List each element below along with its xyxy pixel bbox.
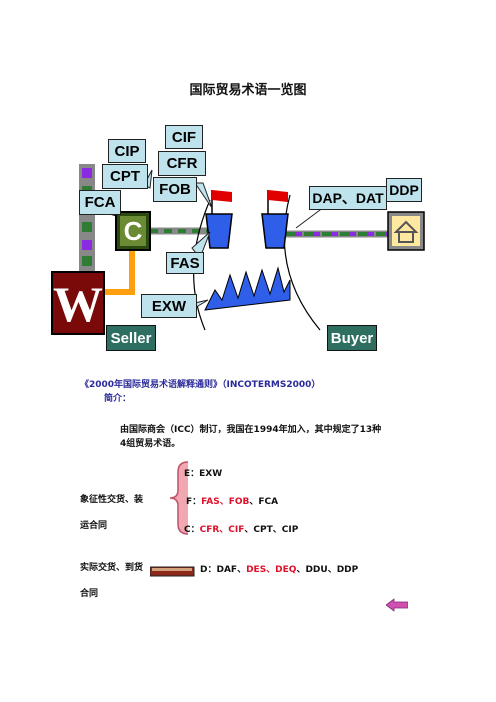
actual-label-line1: 实际交货、到货 (80, 563, 144, 573)
buyer-flag (268, 190, 288, 202)
seller-label: Seller (106, 325, 156, 351)
group-e-terms: EXW (199, 469, 223, 479)
label-fob: FOB (153, 177, 197, 202)
group-f-red: FAS、FOB (201, 497, 250, 507)
group-d-t1: DAF、 (216, 565, 247, 575)
label-fas: FAS (166, 252, 204, 274)
incoterms-diagram (51, 159, 425, 335)
warehouse-letter: W (53, 276, 103, 332)
label-dap-dat: DAP、DAT (309, 186, 387, 210)
group-e: E：EXW (184, 466, 222, 479)
left-route-dots (79, 164, 95, 272)
actual-label-line2: 合同 (80, 589, 99, 599)
group-c: C：CFR、CIF、CPT、CIP (184, 522, 298, 535)
intro-body-line1: 由国际商会（ICC）制订，我国在1994年加入，其中规定了13种 (120, 425, 382, 435)
label-cfr: CFR (158, 151, 206, 176)
group-d-prefix: D： (200, 565, 217, 575)
intro-label: 简介： (104, 394, 132, 404)
seller-ship (205, 213, 233, 249)
buyer-ship (261, 213, 289, 249)
label-cip: CIP (108, 139, 146, 163)
warehouse-block (51, 271, 105, 335)
symbolic-label-line2: 运合同 (80, 521, 108, 531)
back-arrow-icon[interactable] (386, 598, 408, 612)
carrier-letter: C (123, 216, 143, 246)
label-fca: FCA (79, 190, 121, 215)
label-exw: EXW (141, 294, 197, 318)
group-d-t2: 、DDU、DDP (296, 565, 359, 575)
label-ddp: DDP (386, 178, 422, 202)
group-d-red: DES、DEQ (246, 565, 297, 575)
group-f-rest: 、FCA (249, 497, 279, 507)
group-f: F：FAS、FOB、FCA (186, 494, 278, 507)
label-cif: CIF (165, 125, 203, 149)
subtitle: 《2000年国际贸易术语解释通则》（INCOTERMS2000） (80, 380, 321, 390)
group-c-rest: 、CPT、CIP (244, 525, 299, 535)
intro-body-line2: 4组贸易术语。 (120, 439, 181, 449)
seller-flag (212, 190, 232, 202)
group-brace (169, 461, 189, 535)
group-c-prefix: C： (184, 525, 200, 535)
right-coast-line (283, 194, 321, 331)
sea-waves (204, 266, 291, 311)
buyer-label: Buyer (327, 325, 377, 351)
group-c-red: CFR、CIF (199, 525, 245, 535)
symbolic-label-line1: 象征性交货、装 (80, 495, 144, 505)
orange-route (104, 250, 135, 295)
label-cpt: CPT (102, 164, 148, 189)
group-d: D：DAF、DES、DEQ、DDU、DDP (200, 562, 358, 575)
page-title: 国际贸易术语一览图 (189, 83, 307, 98)
group-d-arrow (150, 566, 195, 577)
group-f-prefix: F： (186, 497, 202, 507)
group-e-prefix: E： (184, 469, 200, 479)
